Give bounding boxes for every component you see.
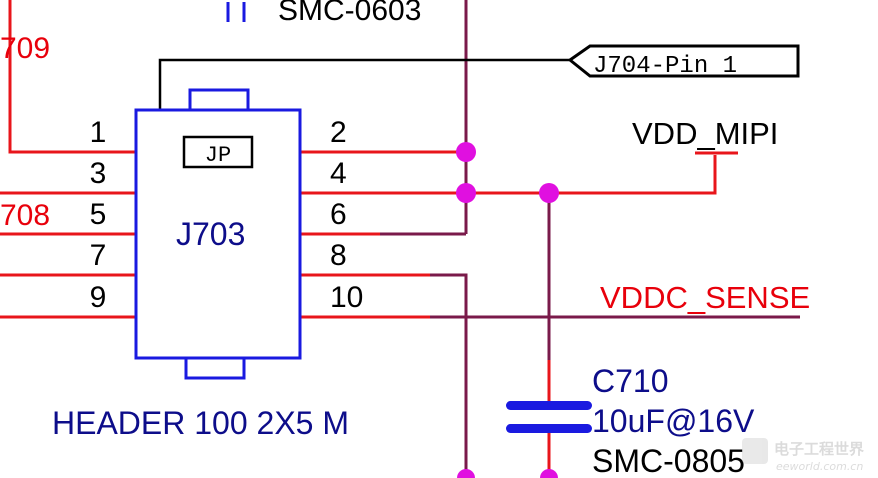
junction-dot <box>539 183 559 203</box>
cap-value: 10uF@16V <box>592 403 755 439</box>
junction-dot <box>540 469 558 478</box>
header-tab-bottom <box>184 356 246 380</box>
pin-number: 3 <box>90 157 107 190</box>
cap-plate-bottom <box>506 424 592 433</box>
net-label-vdd-mipi: VDD_MIPI <box>632 116 778 151</box>
pin-number: 9 <box>90 281 107 314</box>
wire-pin8-down <box>430 273 468 478</box>
junction-dot <box>456 142 476 162</box>
junctions <box>456 142 559 478</box>
junction-dot <box>457 469 475 478</box>
smc-top-label: SMC-0603 <box>278 0 421 27</box>
net-label-709: 709 <box>0 32 50 65</box>
jumper-label: JP <box>205 143 231 168</box>
pin-number: 4 <box>330 157 347 190</box>
net-label-vddc-sense: VDDC_SENSE <box>600 280 810 315</box>
capacitor-c710 <box>506 401 592 433</box>
cap-package: SMC-0805 <box>592 443 745 478</box>
pin-number: 7 <box>90 239 107 272</box>
pin-number: 2 <box>330 116 347 149</box>
port-j704-pin1[interactable] <box>567 44 800 78</box>
header-tab-top <box>188 88 250 112</box>
pin-number: 10 <box>330 281 363 314</box>
header-refdes: J703 <box>176 216 245 252</box>
port-label: J704-Pin 1 <box>593 53 737 80</box>
cap-refdes: C710 <box>592 363 669 399</box>
header-pin-numbers: 1 3 5 7 9 2 4 6 8 10 <box>90 116 364 314</box>
pin-number: 6 <box>330 198 347 231</box>
junction-dot <box>456 183 476 203</box>
net-label-708: 708 <box>0 199 50 232</box>
wire-vdd-mipi <box>466 155 717 195</box>
watermark-cn: 电子工程世界 <box>774 440 864 458</box>
wire-net-709 <box>8 0 136 154</box>
component-top-marks <box>226 2 246 22</box>
pin-number: 1 <box>90 116 107 149</box>
cap-plate-top <box>506 401 592 410</box>
header-description: HEADER 100 2X5 M <box>52 405 349 441</box>
watermark-en: eeworld.com.cn <box>776 460 863 473</box>
pin-number: 8 <box>330 239 347 272</box>
jumper-box <box>182 135 254 169</box>
watermark: 电子工程世界 eeworld.com.cn <box>742 438 864 473</box>
pin-number: 5 <box>90 198 107 231</box>
watermark-logo <box>742 438 768 464</box>
